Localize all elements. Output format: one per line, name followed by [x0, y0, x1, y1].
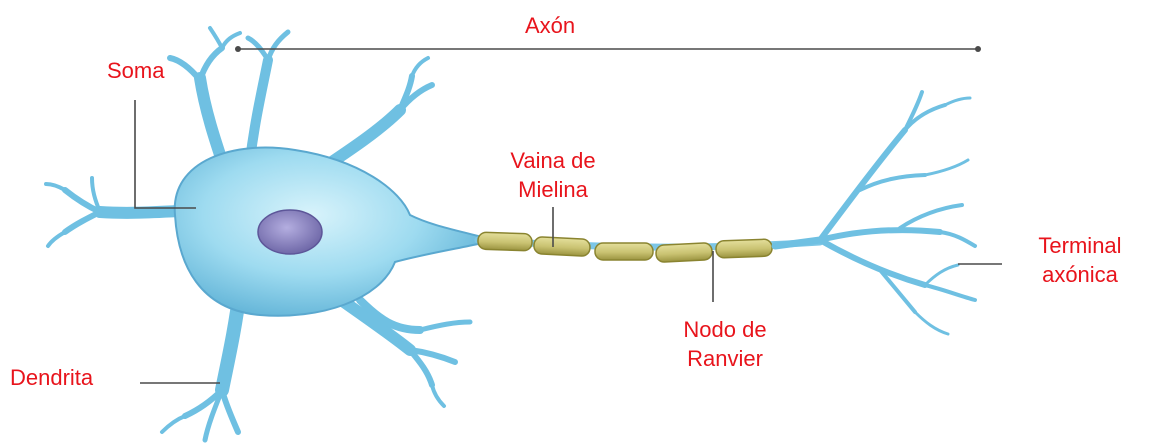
myelin-sheath [478, 232, 773, 262]
terminal-label-line2: axónica [1020, 260, 1140, 289]
axon-terminal [775, 92, 975, 334]
dendrite-label: Dendrita [10, 363, 93, 392]
axon-label: Axón [525, 11, 575, 40]
axon-span-start-dot [235, 46, 241, 52]
node-label-line2: Ranvier [660, 344, 790, 373]
myelin-label: Vaina de Mielina [488, 146, 618, 204]
node-label-line1: Nodo de [660, 315, 790, 344]
nucleus [258, 210, 322, 254]
myelin-label-line1: Vaina de [488, 146, 618, 175]
soma-body [175, 148, 478, 316]
terminal-label: Terminal axónica [1020, 231, 1140, 289]
terminal-label-line1: Terminal [1020, 231, 1140, 260]
myelin-label-line2: Mielina [488, 175, 618, 204]
node-label: Nodo de Ranvier [660, 315, 790, 373]
soma-label: Soma [107, 56, 164, 85]
axon-span-end-dot [975, 46, 981, 52]
